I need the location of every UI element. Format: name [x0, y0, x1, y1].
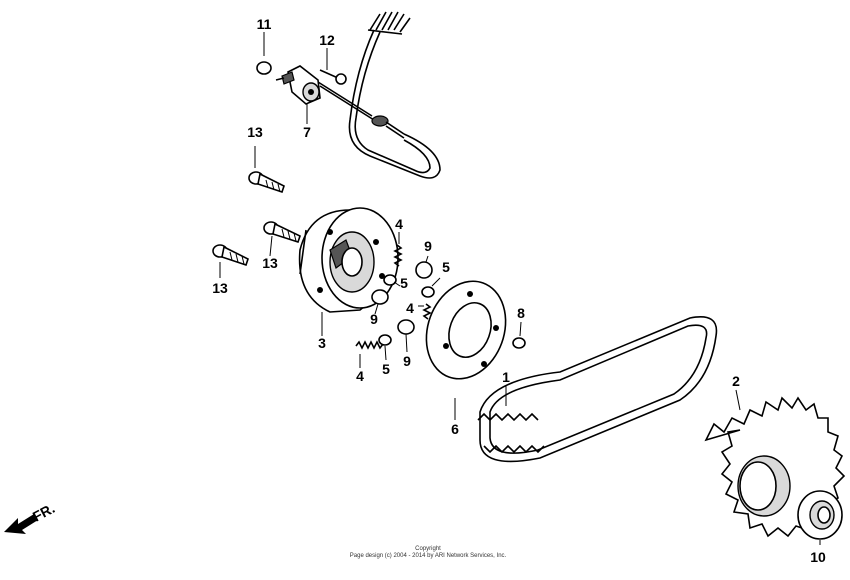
callouts: 11 12 7 13 13 13 3 4 9 5 5 9 4 4 5 9 8 6…: [212, 16, 826, 565]
callout-4-middle: 4: [406, 300, 414, 316]
part-8-dowel-pin: [512, 337, 526, 349]
part-5-plunger-lower: [378, 334, 392, 346]
part-12-bolt: [319, 69, 347, 85]
part-3-clutch-outer: [298, 207, 399, 313]
callout-1: 1: [502, 369, 510, 385]
callout-8: 8: [517, 305, 525, 321]
callout-2: 2: [732, 373, 740, 389]
callout-13-lower: 13: [212, 280, 228, 296]
callout-3: 3: [318, 335, 326, 351]
callout-5-middle: 5: [400, 275, 408, 291]
callout-12: 12: [319, 32, 335, 48]
front-direction-indicator: FR.: [4, 500, 57, 534]
callout-10: 10: [810, 549, 826, 565]
part-5-plunger-middle: [421, 286, 435, 298]
callout-11: 11: [257, 16, 272, 32]
copyright-notice: Copyright Page design (c) 2004 - 2014 by…: [350, 546, 507, 559]
arrow-left-icon: [4, 514, 38, 534]
part-4-spring-middle: [422, 303, 432, 320]
callout-4-lower: 4: [356, 368, 364, 384]
callout-13-middle: 13: [262, 255, 278, 271]
leader-lines: [219, 32, 821, 545]
part-5-plunger-upper: [383, 274, 397, 286]
part-4-spring-upper: [393, 244, 403, 267]
callout-9-upper: 9: [424, 238, 432, 254]
copyright-line-1: Copyright: [415, 546, 441, 552]
callout-5-lower: 5: [382, 361, 390, 377]
callout-4-upper: 4: [395, 216, 403, 232]
part-13-bolt-upper: [248, 171, 285, 194]
part-10-seal: [797, 490, 843, 540]
part-13-bolt-lower: [212, 244, 249, 267]
copyright-line-2: Page design (c) 2004 - 2014 by ARI Netwo…: [350, 553, 507, 559]
callout-6: 6: [451, 421, 459, 437]
callout-13-upper: 13: [247, 124, 263, 140]
part-7-switch-harness: [275, 11, 441, 179]
callout-9-middle: 9: [370, 311, 378, 327]
part-13-bolt-middle: [263, 221, 301, 244]
part-4-spring-lower: [355, 340, 384, 350]
part-11-o-ring: [256, 61, 272, 75]
part-6-side-plate: [425, 280, 507, 380]
callout-7: 7: [303, 124, 311, 140]
part-9-roller-lower: [397, 319, 415, 335]
callout-9-lower: 9: [403, 353, 411, 369]
part-9-roller-middle: [371, 289, 389, 305]
part-1-chain: [477, 316, 718, 463]
callout-5-upper: 5: [442, 259, 450, 275]
part-9-roller-upper: [415, 261, 433, 279]
